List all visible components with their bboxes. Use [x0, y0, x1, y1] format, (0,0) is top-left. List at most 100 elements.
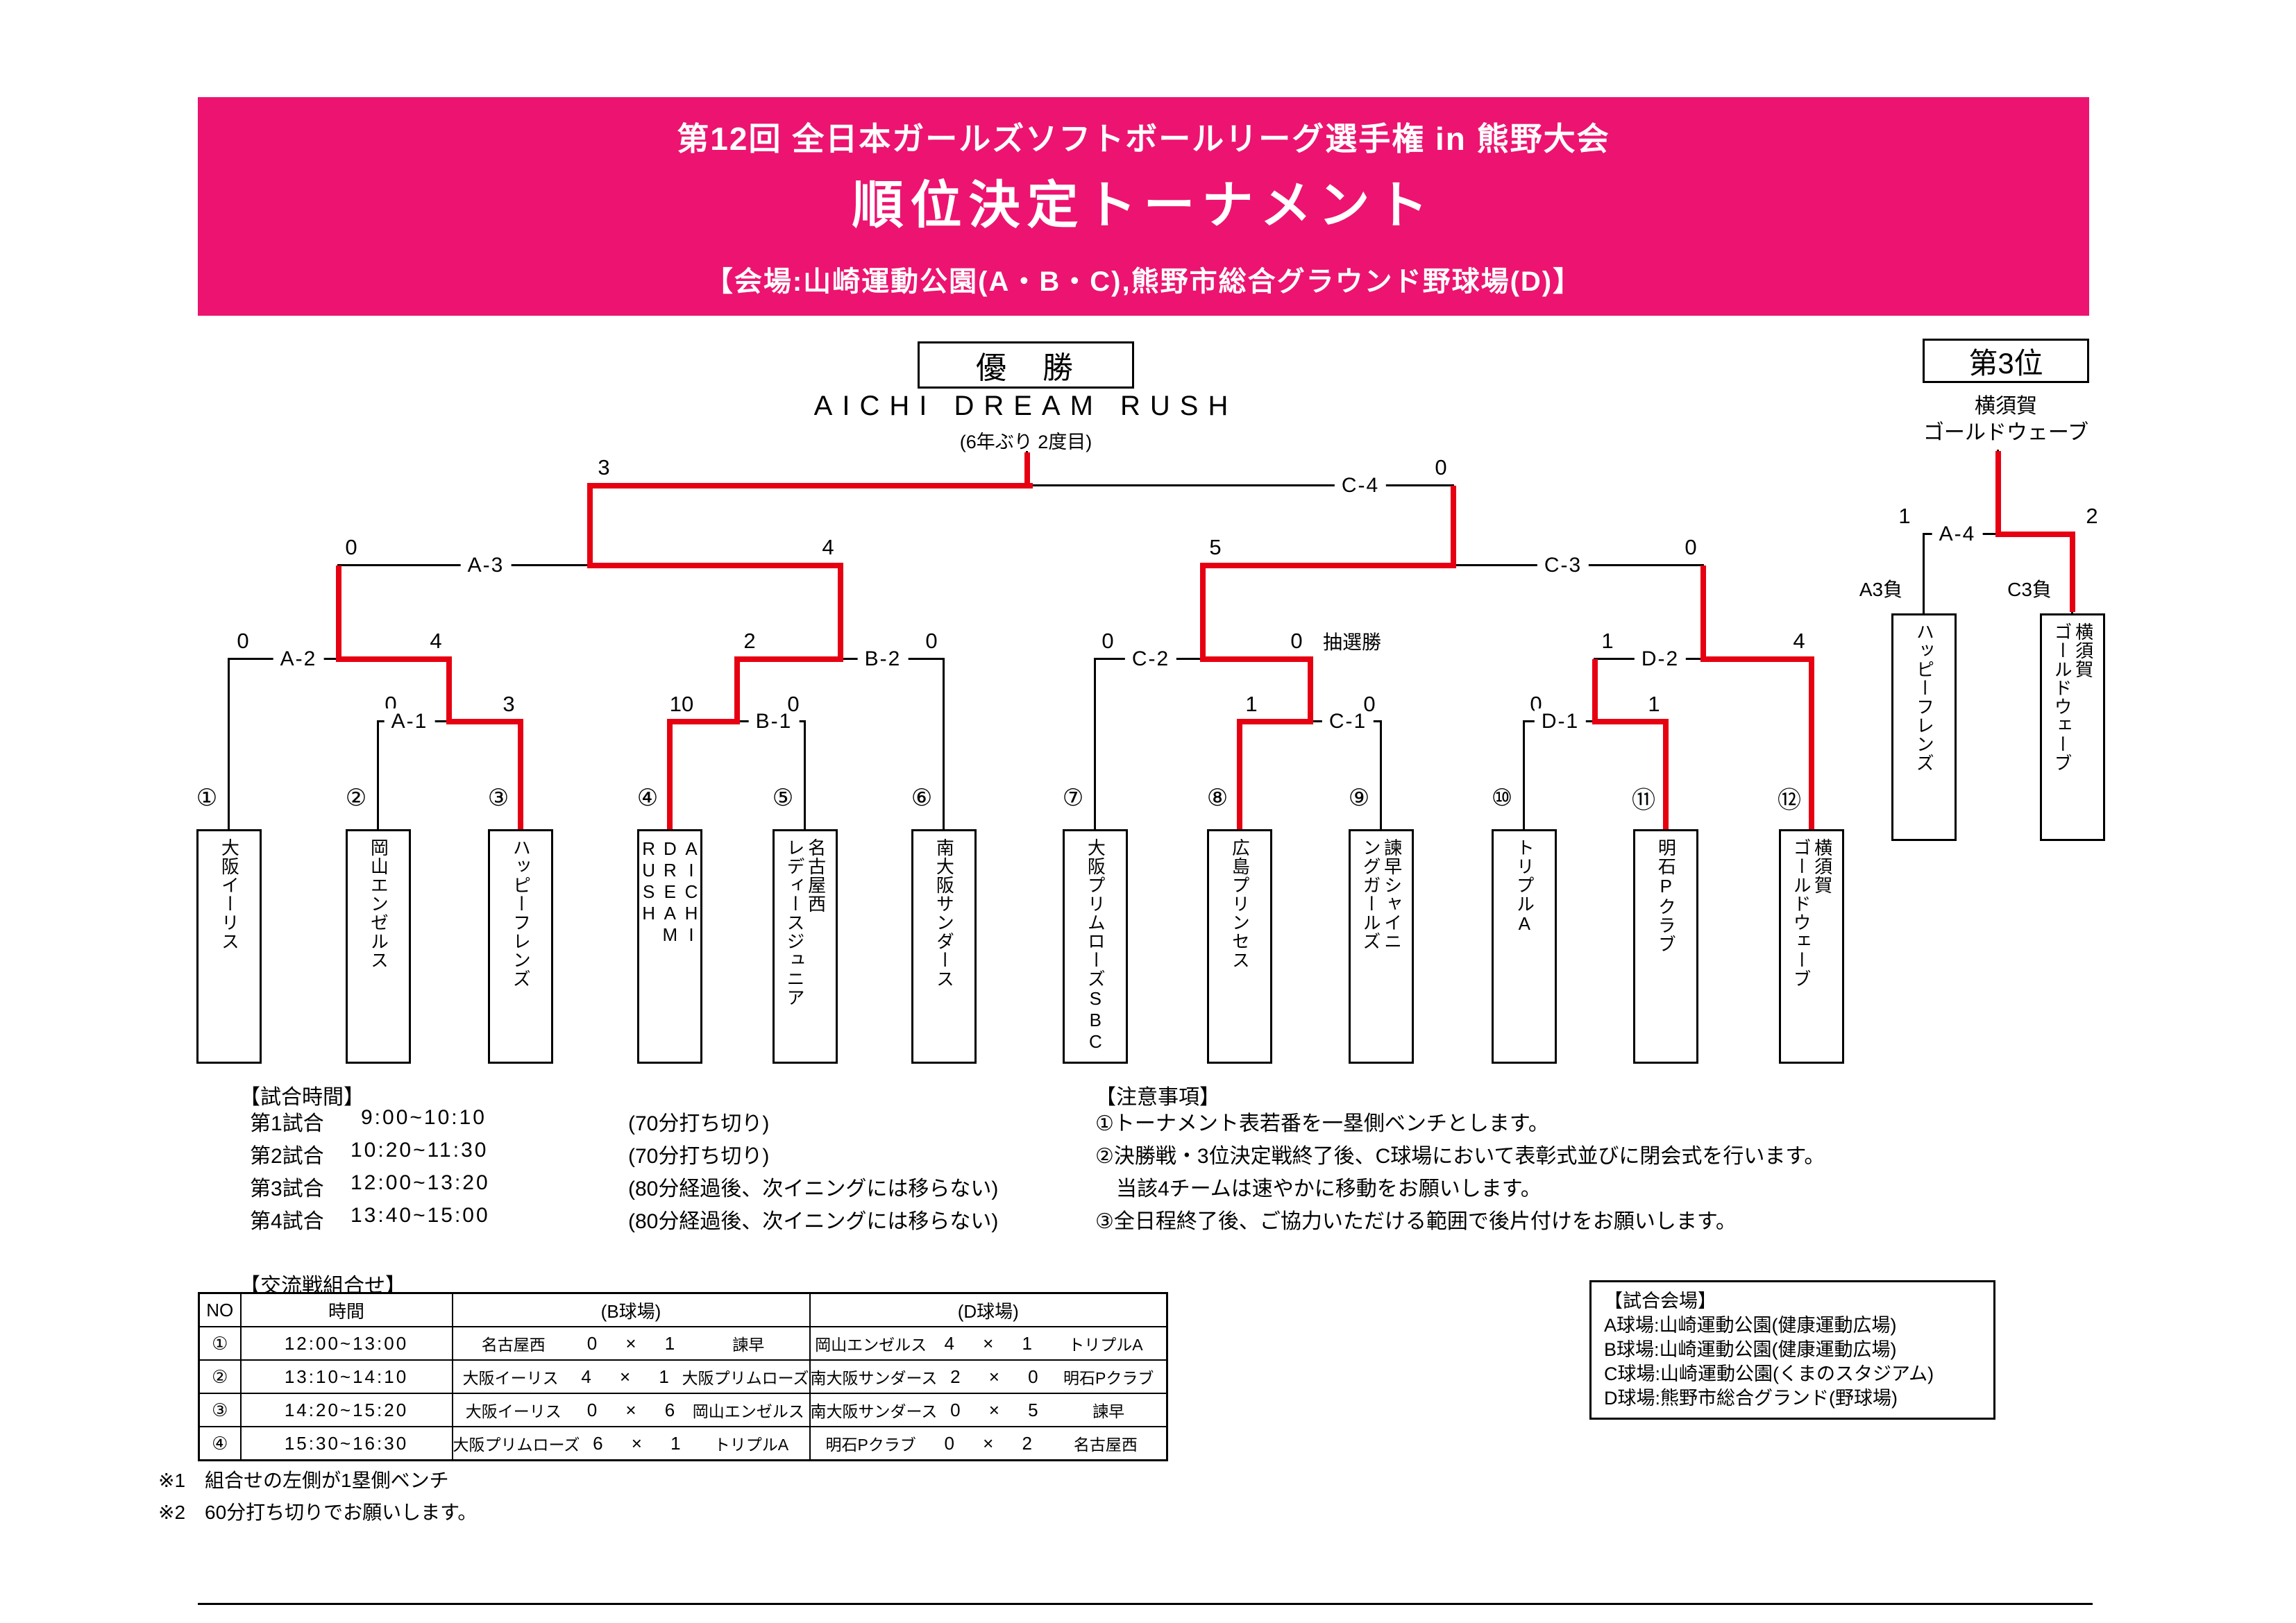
exchange-footnote-1: ※1 組合せの左側が1塁側ベンチ — [158, 1470, 449, 1491]
winner-path-segment — [2070, 534, 2075, 612]
team-box-7: 大阪プリムローズSBC — [1063, 829, 1128, 1064]
team-name: 明石Pクラブ — [1655, 838, 1677, 953]
game-note: (80分経過後、次イニングには移らない) — [628, 1210, 999, 1233]
winner-path-segment — [587, 486, 593, 566]
third-match-right-tag: C3負 — [2007, 579, 2052, 600]
team-box-2: 岡山エンゼルス — [346, 829, 411, 1064]
match-a2-right-score: 4 — [430, 629, 442, 653]
matchup-right-score: 5 — [1028, 1399, 1038, 1420]
matchup-left-score: 6 — [593, 1432, 603, 1454]
third-place-box: 第3位 — [1923, 339, 2089, 383]
game-note: (70分打ち切り) — [628, 1145, 770, 1168]
matchup-left-score: 0 — [950, 1399, 961, 1420]
tournament-title: 第12回 全日本ガールズソフトボールリーグ選手権 in 熊野大会 — [677, 121, 1610, 157]
match-c1-right-score: 0 — [1363, 692, 1376, 716]
matchup-right-score: 1 — [670, 1432, 681, 1454]
match-c3-right-score: 0 — [1685, 535, 1697, 559]
matchup-right-team: 明石Pクラブ — [1063, 1369, 1154, 1387]
team-name: AICHI DREAM RUSH — [638, 838, 702, 946]
matchup-left-team: 南大阪サンダース — [810, 1369, 938, 1387]
winner-path-segment — [1237, 719, 1313, 724]
matchup-right-score: 1 — [659, 1366, 669, 1387]
table-header-row: NO 時間 (B球場) (D球場) — [198, 1292, 1168, 1327]
matchup-vs-mark: × — [988, 1366, 999, 1387]
champion-box: 優 勝 — [918, 341, 1134, 389]
winner-path-segment — [1200, 656, 1313, 662]
matchup-right-score: 0 — [1028, 1366, 1038, 1387]
winner-path-segment — [336, 566, 341, 659]
team-box-12: 横須賀 ゴールドウェーブ — [1779, 829, 1844, 1064]
team-box-1: 大阪イーリス — [196, 829, 262, 1064]
team-number: ⑪ — [1632, 787, 1655, 814]
winner-path-segment — [1592, 719, 1669, 724]
match-a4-right-score: 2 — [2086, 504, 2098, 528]
match-d1-label: D-1 — [1534, 708, 1587, 735]
team-name: 名古屋西 レディースジュニア — [784, 838, 827, 1007]
team-box-4: AICHI DREAM RUSH — [637, 829, 702, 1064]
col-header-no: NO — [198, 1292, 242, 1327]
winner-path-segment — [734, 656, 843, 662]
match-d2-left-score: 1 — [1601, 629, 1614, 653]
team-name: 大阪プリムローズSBC — [1085, 838, 1106, 1053]
col-header-field-b: (B球場) — [451, 1292, 811, 1327]
match-a2-label: A-2 — [273, 646, 324, 672]
row-time: 13:10~14:10 — [239, 1359, 453, 1394]
bracket-line — [1380, 720, 1382, 829]
third-place-team-line1: 横須賀 — [1975, 395, 2037, 418]
match-b1-label: B-1 — [748, 708, 800, 735]
matchup-right-score: 1 — [664, 1332, 675, 1354]
match-b1-right-score: 0 — [787, 692, 800, 716]
game-times-heading: 【試合時間】 — [239, 1086, 364, 1109]
team-name: 広島プリンセス — [1229, 838, 1251, 969]
winner-path-segment — [1809, 659, 1814, 829]
matchup-left-team: 大阪プリムローズ — [453, 1436, 580, 1454]
venue-line: D球場:熊野市総合グランド(野球場) — [1604, 1388, 1898, 1409]
match-c4-right-score: 0 — [1435, 455, 1447, 479]
team-box-6: 南大阪サンダース — [911, 829, 977, 1064]
team-number: ⑨ — [1348, 785, 1370, 811]
third-match-right-team-box: 横須賀 ゴールドウェーブ — [2040, 613, 2105, 841]
matchup-vs-mark: × — [631, 1432, 642, 1454]
matchup-vs-mark: × — [983, 1432, 994, 1454]
page-title: 順位決定トーナメント — [852, 176, 1435, 234]
team-name: 横須賀 ゴールドウェーブ — [2052, 622, 2094, 772]
bracket-line — [804, 720, 806, 829]
winner-path-segment — [838, 566, 843, 659]
team-box-11: 明石Pクラブ — [1633, 829, 1698, 1064]
matchup-left-score: 0 — [586, 1332, 598, 1354]
matchup-vs-mark: × — [620, 1366, 631, 1387]
venue-line: A球場:山崎運動公園(健康運動広場) — [1604, 1315, 1897, 1336]
bracket-line — [377, 720, 379, 829]
matchup-left-team: 明石Pクラブ — [825, 1436, 916, 1454]
row-no: ② — [198, 1359, 242, 1394]
winner-path-segment — [1308, 659, 1313, 722]
winner-path-segment — [446, 659, 452, 722]
match-d2-label: D-2 — [1634, 646, 1687, 672]
matchup-right-team: 名古屋西 — [1073, 1436, 1138, 1454]
team-number: ⑦ — [1062, 785, 1084, 811]
col-header-time: 時間 — [239, 1292, 453, 1327]
match-c4-left-score: 3 — [598, 455, 610, 479]
team-name: ハッピーフレンズ — [510, 838, 532, 988]
winner-path-segment — [667, 722, 673, 829]
winner-path-segment — [1995, 532, 2075, 537]
match-a2-left-score: 0 — [237, 629, 249, 653]
row-time: 14:20~15:20 — [239, 1393, 453, 1427]
winner-path-segment — [1451, 486, 1456, 566]
venues-heading: 【試合会場】 — [1604, 1291, 1716, 1311]
matchup-right-score: 2 — [1022, 1432, 1032, 1454]
winner-path-segment — [734, 659, 740, 722]
team-number: ① — [196, 785, 218, 811]
notes-heading: 【注意事項】 — [1095, 1086, 1220, 1109]
venues-box: 【試合会場】 A球場:山崎運動公園(健康運動広場) B球場:山崎運動公園(健康運… — [1589, 1280, 1995, 1420]
team-name: 岡山エンゼルス — [368, 838, 389, 969]
